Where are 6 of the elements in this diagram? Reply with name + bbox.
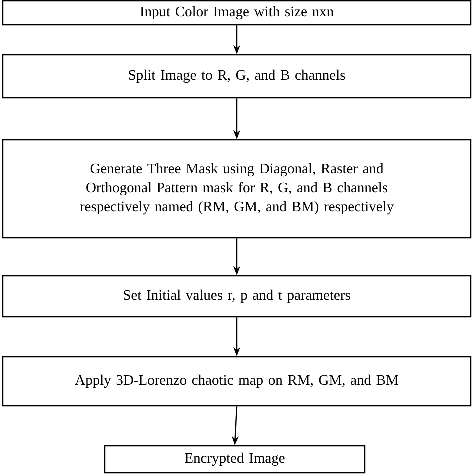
process-box: Encrypted Image (104, 445, 366, 474)
process-box: Apply 3D-Lorenzo chaotic map on RM, GM, and BM (2, 356, 472, 407)
process-box: Input Color Image with size nxn (2, 0, 472, 26)
process-box: Set Initial values r, p and t parameters (2, 275, 472, 318)
process-box: Split Image to R, G, and B channels (2, 54, 472, 99)
process-box: Generate Three Mask using Diagonal, Raster and Orthogonal Pattern mask for R, G, and B channels respectively named (RM, GM, and BM) respectively (2, 139, 472, 239)
